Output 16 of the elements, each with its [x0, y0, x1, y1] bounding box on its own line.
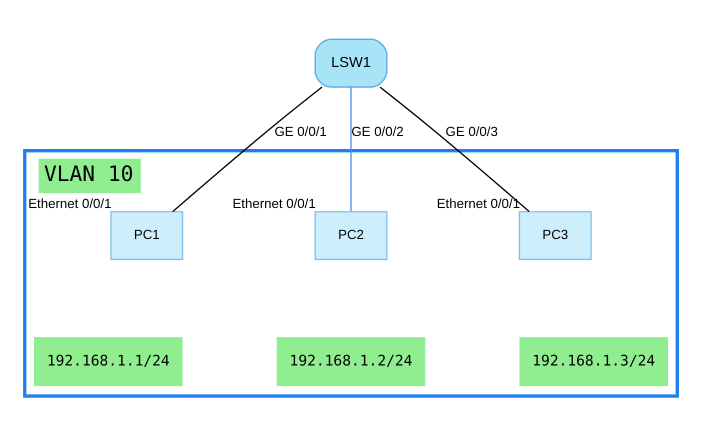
connector: [380, 86, 530, 212]
node-box: PC1: [110, 211, 184, 260]
edge-label: GE 0/0/2: [351, 124, 404, 140]
edge-label: GE 0/0/3: [446, 124, 498, 140]
connector: [350, 87, 352, 212]
node-box: PC3: [518, 211, 592, 260]
node-box: 192.168.1.1/24: [34, 337, 183, 386]
node-box: 192.168.1.3/24: [519, 337, 668, 386]
connector: [172, 86, 322, 212]
node-box: PC2: [314, 211, 388, 260]
node-box: 192.168.1.2/24: [276, 337, 426, 386]
node-label: Ethernet 0/0/1: [232, 196, 316, 211]
edge-label: GE 0/0/1: [274, 124, 327, 140]
node-label: Ethernet 0/0/1: [436, 196, 520, 211]
node-box: LSW1: [314, 38, 388, 88]
node-label: Ethernet 0/0/1: [28, 196, 112, 211]
